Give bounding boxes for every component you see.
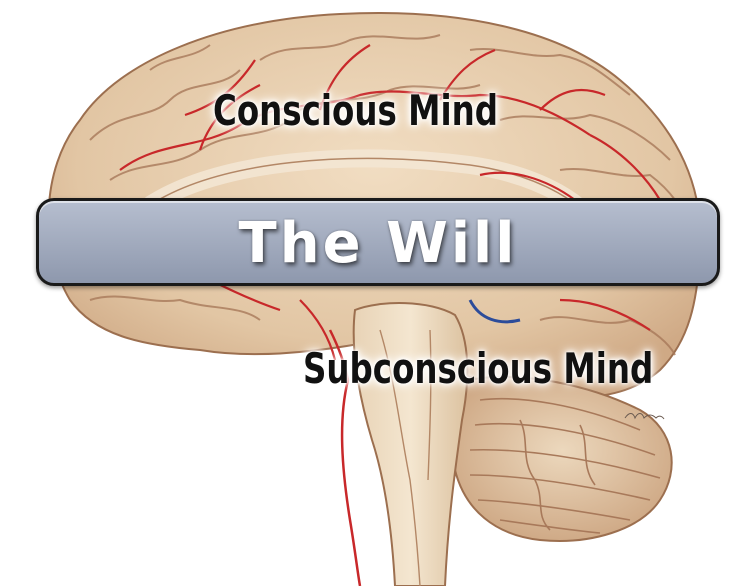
the-will-label: The Will: [39, 211, 717, 276]
conscious-mind-label: Conscious Mind: [213, 86, 498, 135]
subconscious-mind-label: Subconscious Mind: [303, 344, 653, 393]
cerebellum: [453, 377, 672, 541]
the-will-bar: The Will: [36, 198, 720, 286]
